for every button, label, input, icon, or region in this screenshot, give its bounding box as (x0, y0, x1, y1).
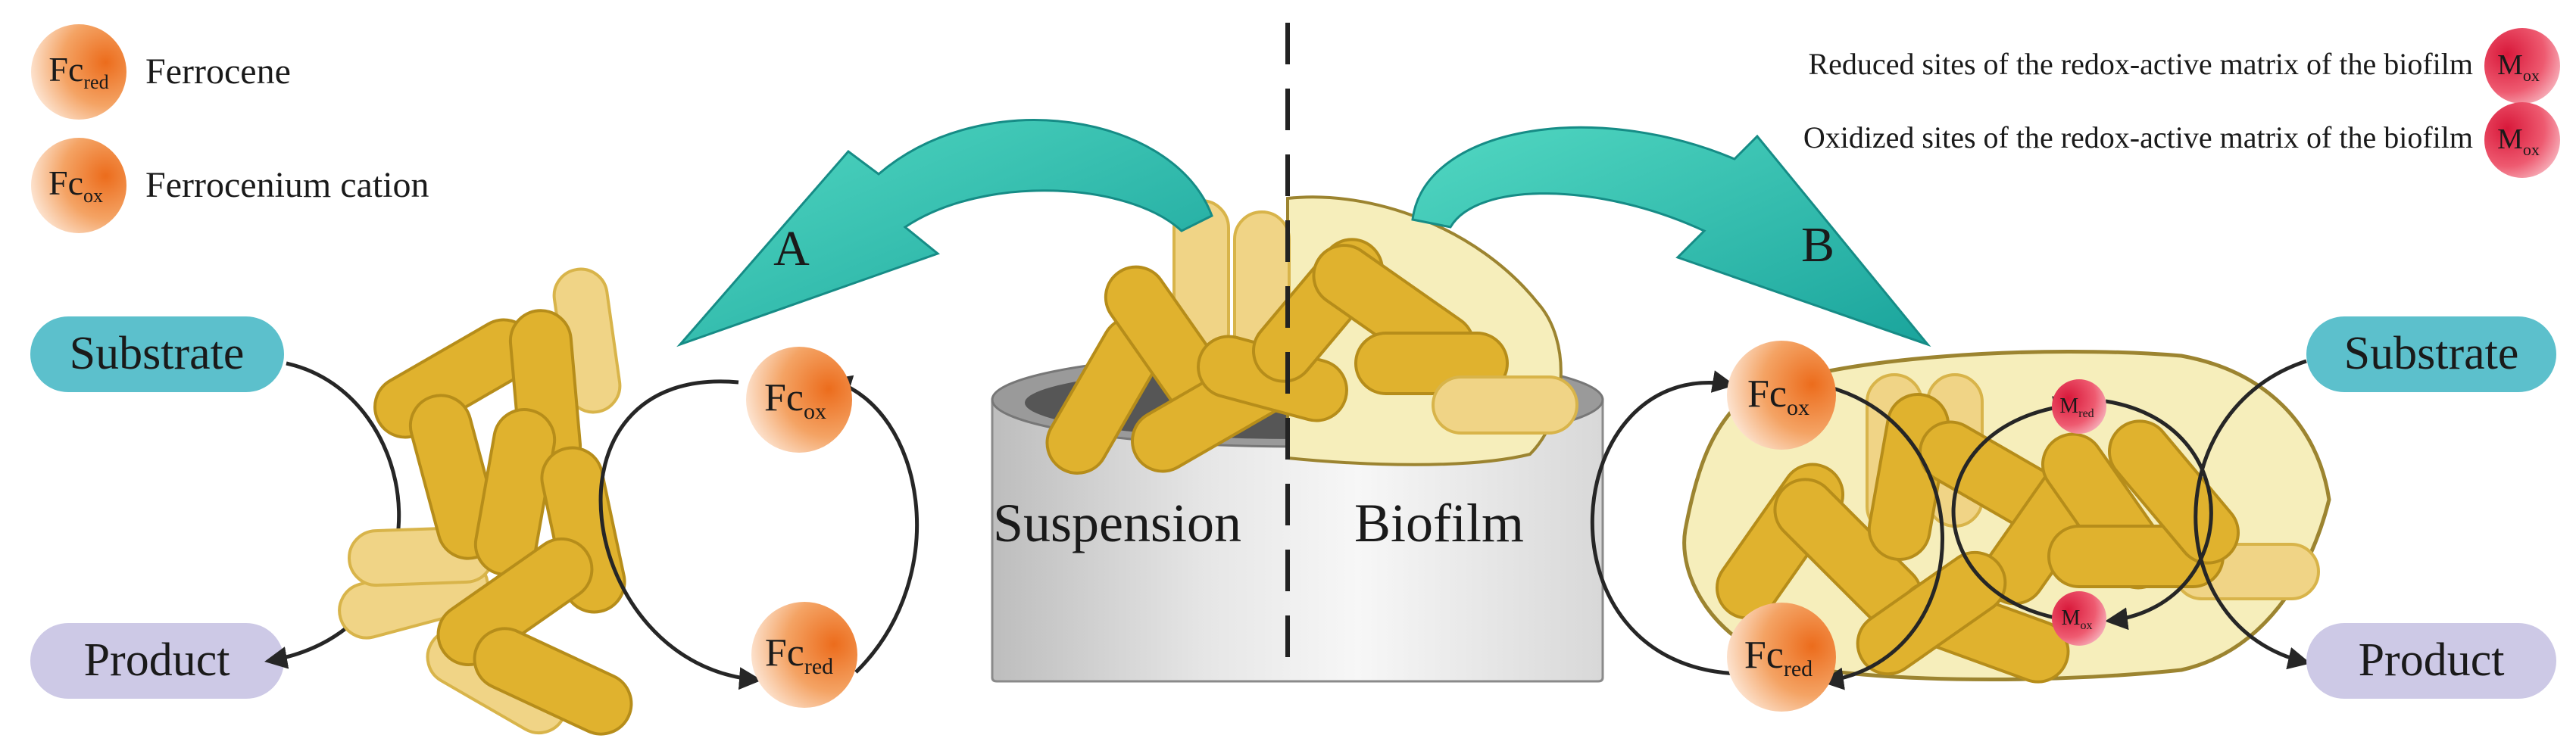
right-m-ox-ball-icon (2052, 591, 2106, 646)
svg-text:Fcox: Fcox (764, 376, 826, 424)
right-conversion-arrow (2194, 359, 2311, 670)
legend-fc-red: Fcred Ferrocene (31, 24, 291, 120)
svg-text:Mox: Mox (2062, 606, 2093, 632)
right-m-red-ball-icon (2052, 379, 2106, 434)
svg-text:Fcred: Fcred (765, 631, 833, 679)
fc-red-base: Fc (48, 50, 83, 89)
right-fc-red-sub: red (1784, 656, 1813, 681)
m-reduced-base: M (2497, 49, 2523, 81)
right-m-red-base: M (2059, 394, 2078, 418)
oxidized-sites-label: Oxidized sites of the redox-active matri… (1803, 120, 2473, 154)
biofilm-label: Biofilm (1354, 493, 1524, 553)
right-substrate-pill: Substrate (2306, 316, 2556, 392)
legend-m-reduced: Reduced sites of the redox-active matrix… (1809, 28, 2560, 104)
right-substrate-label: Substrate (2344, 328, 2519, 379)
right-matrix-loop-right (2105, 399, 2213, 631)
left-fc-red-node: Fcred (751, 602, 857, 708)
left-product-label: Product (84, 634, 230, 686)
fc-red-ball-icon (31, 24, 126, 120)
right-m-ox-node: Mox (2052, 591, 2106, 646)
arrow-a: A (676, 119, 1213, 347)
m-oxidized-sub: ox (2523, 140, 2540, 159)
arrow-b-label: B (1801, 217, 1834, 273)
right-mediator-loop-inner (1806, 380, 1944, 690)
left-substrate-pill: Substrate (30, 316, 284, 392)
m-reduced-sub: ox (2523, 66, 2540, 85)
left-substrate-label: Substrate (70, 328, 245, 379)
left-mediator-loop-outer (598, 379, 762, 690)
right-mediator-loop-outer (1590, 370, 1739, 676)
left-mediator-loop-inner (829, 375, 919, 674)
m-oxidized-ball-icon (2484, 102, 2560, 178)
suspension-label: Suspension (993, 493, 1241, 553)
legend-fc-ox: Fcox Ferrocenium cation (31, 138, 429, 233)
right-m-ox-base: M (2062, 606, 2081, 630)
right-m-red-sub: red (2078, 407, 2094, 420)
svg-text:Fcred: Fcred (48, 50, 108, 93)
right-fc-ox-node: Fcox (1727, 341, 1836, 450)
arrow-a-label: A (773, 221, 810, 276)
right-fc-red-base: Fc (1744, 634, 1784, 677)
right-fc-ox-base: Fc (1747, 372, 1787, 416)
right-m-red-node: Mred (2052, 379, 2106, 434)
fc-ox-base: Fc (48, 164, 83, 202)
left-bacteria-cluster (338, 267, 633, 736)
ferrocene-label: Ferrocene (145, 51, 291, 92)
svg-text:Fcred: Fcred (1744, 634, 1813, 681)
right-bacteria-cluster (1715, 373, 2320, 684)
center-bacteria (1045, 199, 1578, 475)
svg-text:Mox: Mox (2497, 49, 2540, 85)
right-m-ox-sub: ox (2080, 619, 2092, 632)
left-fc-ox-ball-icon (746, 347, 852, 453)
left-fc-red-base: Fc (765, 631, 804, 675)
right-fc-ox-sub: ox (1787, 395, 1809, 420)
left-fc-ox-base: Fc (764, 376, 804, 419)
right-product-pill: Product (2306, 623, 2556, 699)
right-fc-red-node: Fcred (1727, 603, 1836, 712)
svg-text:Mox: Mox (2497, 123, 2540, 159)
left-fc-ox-node: Fcox (746, 347, 852, 453)
fc-ox-sub: ox (83, 185, 103, 207)
ferrocenium-label: Ferrocenium cation (145, 165, 429, 205)
svg-text:Mred: Mred (2059, 394, 2094, 420)
right-product-label: Product (2359, 634, 2505, 686)
left-fc-red-sub: red (804, 654, 833, 679)
left-conversion-arrow (264, 361, 401, 669)
left-fc-red-ball-icon (751, 602, 857, 708)
right-fc-red-ball-icon (1727, 603, 1836, 712)
m-oxidized-base: M (2497, 123, 2523, 155)
right-fc-ox-ball-icon (1727, 341, 1836, 450)
fc-ox-ball-icon (31, 138, 126, 233)
m-reduced-ball-icon (2484, 28, 2560, 104)
svg-text:Fcox: Fcox (48, 164, 103, 207)
left-product-pill: Product (30, 623, 284, 699)
reduced-sites-label: Reduced sites of the redox-active matrix… (1809, 47, 2474, 81)
right-matrix-loop-left (1951, 396, 2076, 621)
left-fc-ox-sub: ox (804, 399, 826, 424)
arrow-b: B (1411, 126, 1931, 347)
legend-m-oxidized: Oxidized sites of the redox-active matri… (1803, 102, 2560, 178)
fc-red-sub: red (83, 71, 108, 93)
svg-text:Fcox: Fcox (1747, 372, 1809, 420)
